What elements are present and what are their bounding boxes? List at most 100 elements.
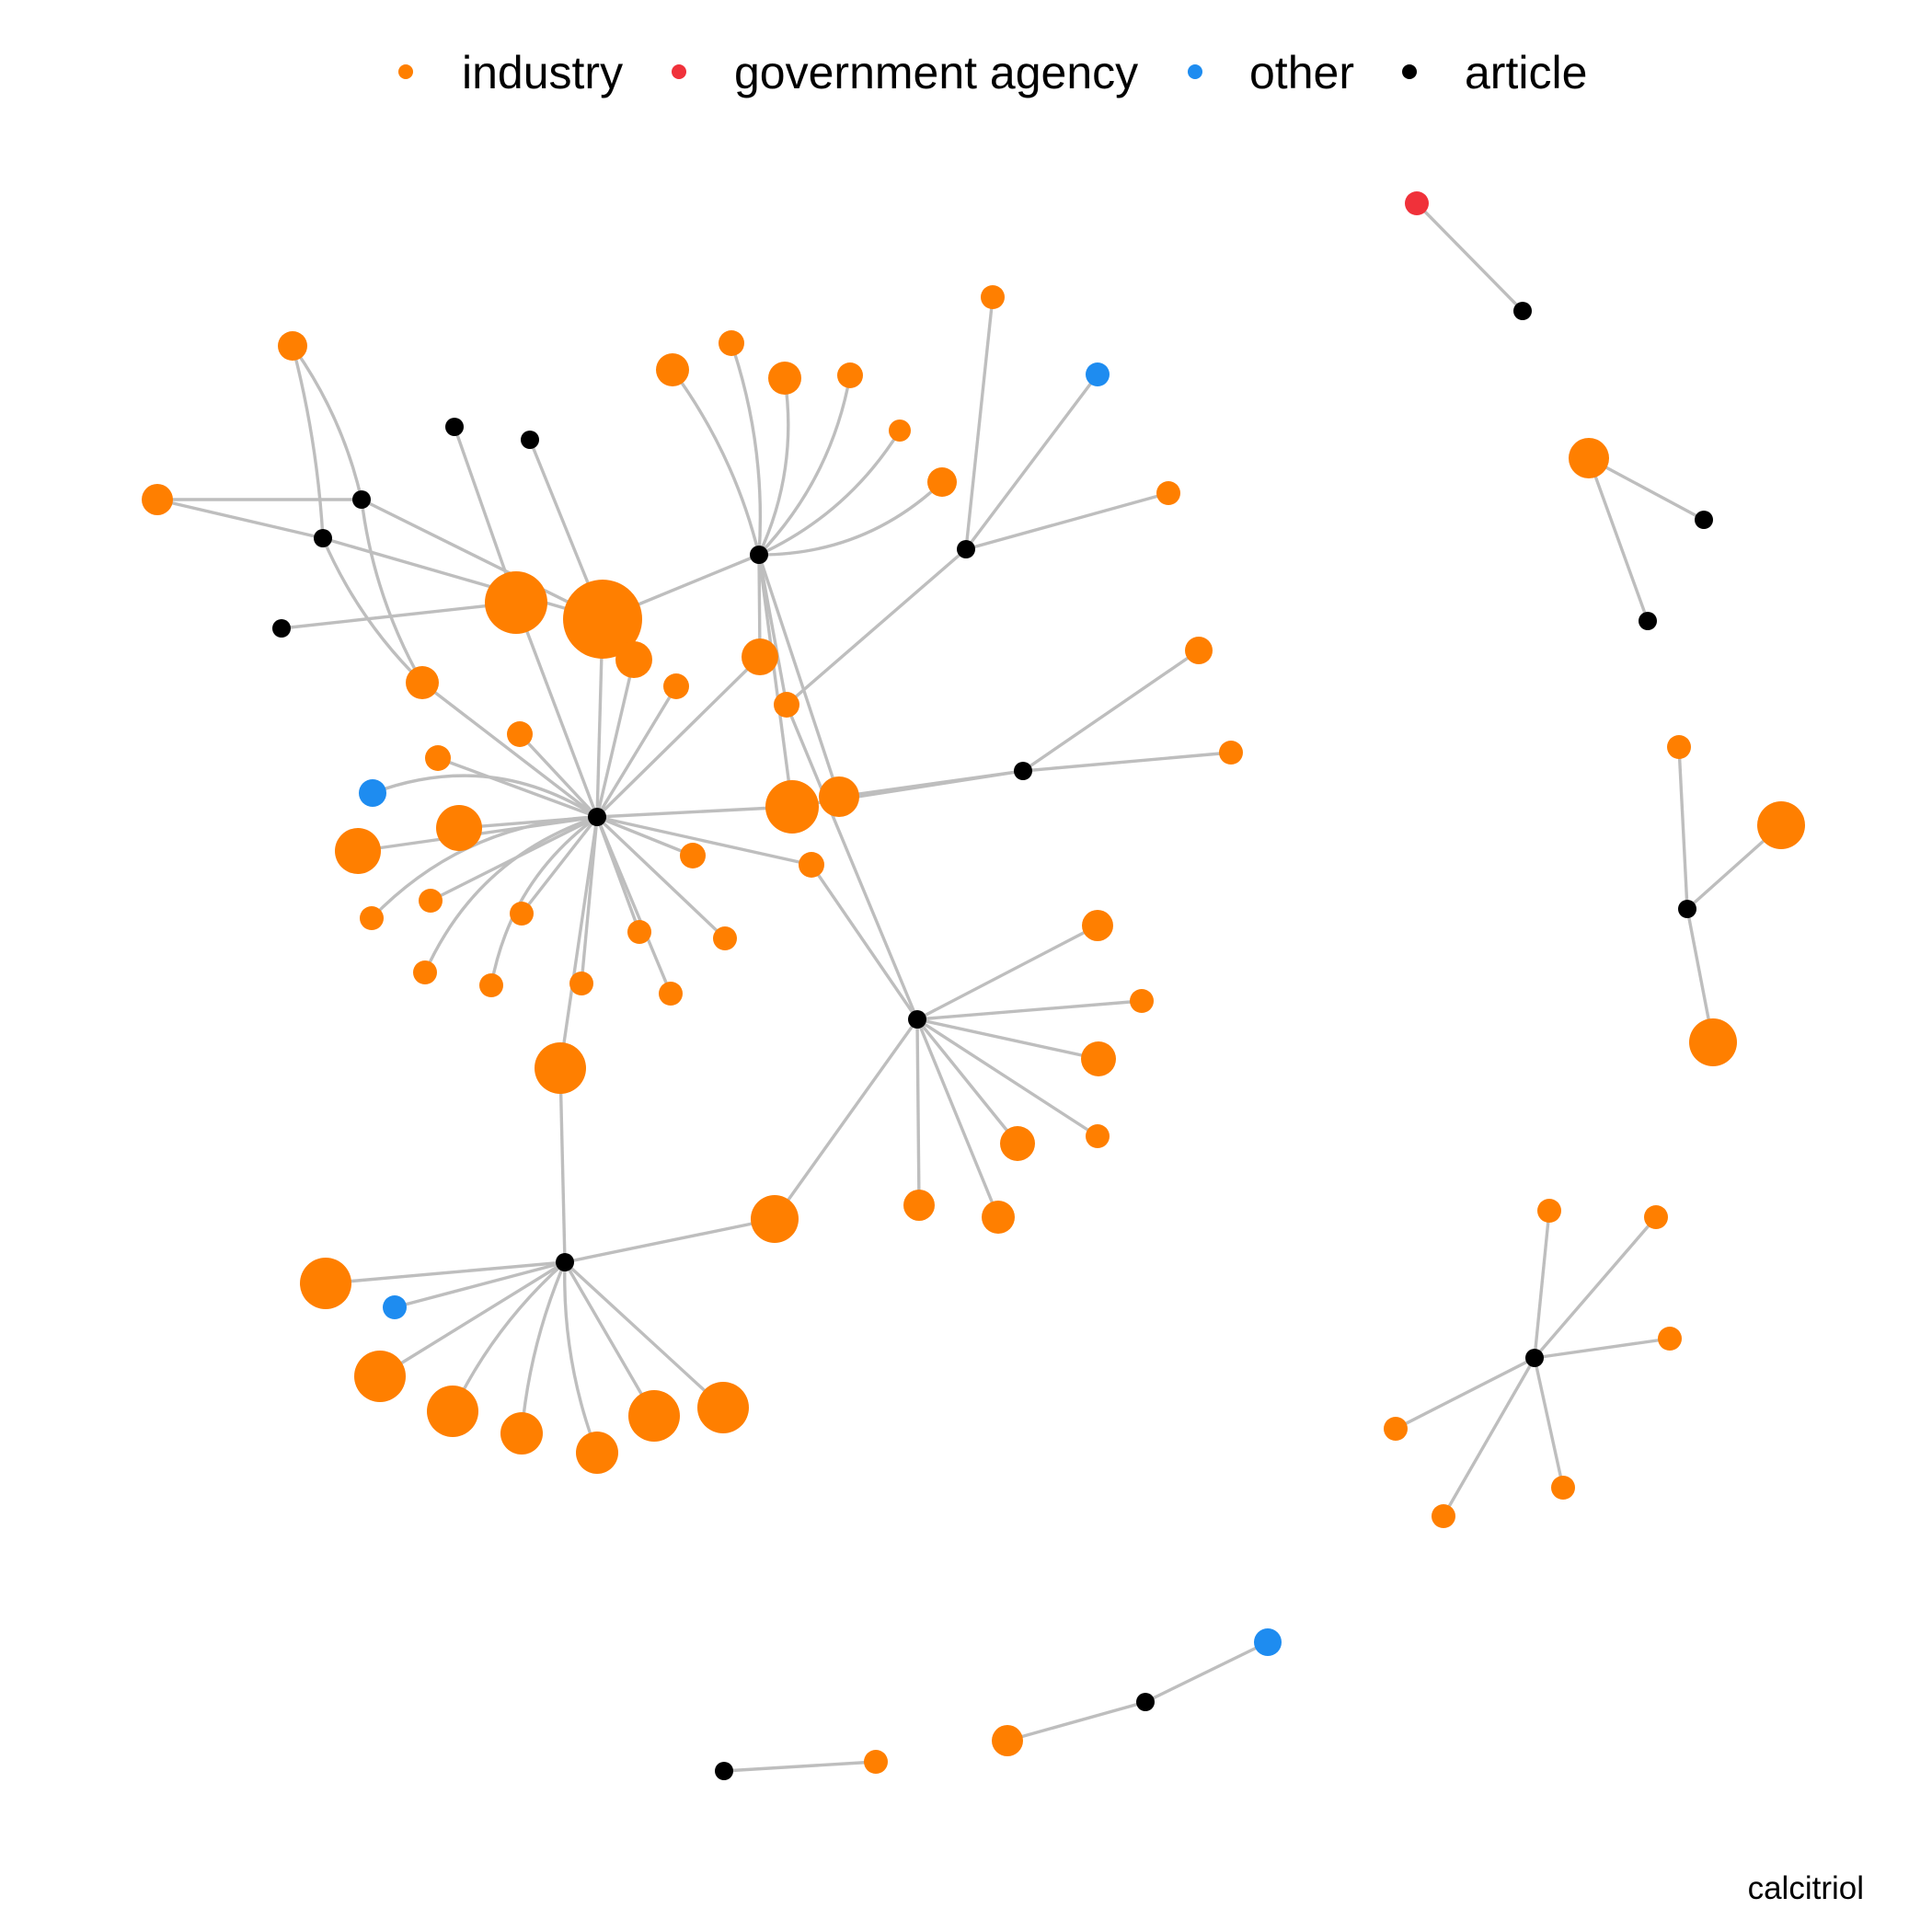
edge	[596, 815, 812, 867]
edge	[281, 601, 517, 630]
node-industry	[1667, 735, 1691, 759]
edge	[773, 1018, 919, 1220]
edge	[291, 345, 325, 539]
edge	[1533, 1357, 1565, 1489]
edge	[361, 498, 604, 621]
edge	[785, 704, 919, 1020]
node-industry	[819, 776, 859, 817]
edge	[1022, 751, 1232, 773]
edge	[291, 345, 363, 500]
edge	[915, 1018, 1019, 1145]
node-industry	[1086, 1124, 1110, 1148]
node-article	[556, 1253, 574, 1271]
node-other	[1086, 362, 1110, 386]
node-industry	[719, 330, 744, 356]
edge	[758, 430, 902, 557]
edge	[514, 602, 599, 818]
edge	[156, 498, 324, 540]
edge	[1395, 1356, 1535, 1431]
edge	[1022, 649, 1200, 773]
node-industry	[436, 805, 482, 851]
node-industry	[751, 1195, 799, 1243]
node-industry	[1644, 1205, 1668, 1229]
node-article	[445, 418, 464, 436]
node-industry	[1130, 989, 1154, 1013]
legend-label-industry: industry	[462, 47, 623, 98]
node-industry	[406, 666, 439, 699]
edge	[563, 1260, 725, 1409]
node-industry	[1185, 637, 1213, 664]
node-industry	[628, 1390, 680, 1442]
edge	[563, 1261, 599, 1454]
legend-marker-government-agency	[672, 64, 686, 79]
legend-marker-article	[1402, 64, 1417, 79]
node-industry	[659, 982, 683, 1006]
node-industry	[1537, 1199, 1561, 1223]
edge	[915, 1018, 1000, 1218]
node-industry	[1081, 1041, 1116, 1076]
node-industry	[713, 926, 737, 950]
node-industry	[360, 906, 384, 930]
node-article	[750, 546, 768, 564]
edge	[723, 1760, 877, 1773]
node-industry	[479, 973, 503, 997]
legend-label-article: article	[1465, 47, 1587, 98]
node-article	[1695, 511, 1713, 529]
node-industry	[1082, 910, 1113, 941]
node-industry	[774, 692, 799, 718]
node-industry	[992, 1725, 1023, 1756]
legend-marker-other	[1188, 64, 1202, 79]
node-industry	[419, 889, 443, 913]
node-industry	[927, 467, 957, 497]
node-industry	[500, 1412, 543, 1455]
edge	[564, 1217, 776, 1264]
node-industry	[485, 571, 547, 634]
edge	[563, 1261, 656, 1417]
node-industry	[425, 745, 451, 771]
node-industry	[354, 1351, 406, 1402]
edge	[372, 774, 598, 819]
node-article	[1525, 1349, 1544, 1367]
edge	[757, 554, 794, 808]
node-industry	[1432, 1504, 1455, 1528]
node-other	[383, 1295, 407, 1319]
node-industry	[535, 1042, 586, 1094]
edge	[325, 1260, 566, 1285]
node-industry	[427, 1386, 478, 1437]
node-industry	[768, 362, 801, 395]
node-industry	[981, 285, 1005, 309]
node-article	[1014, 762, 1032, 780]
node-article	[1513, 302, 1532, 320]
node-industry	[1000, 1126, 1035, 1161]
node-industry	[656, 353, 689, 386]
edge	[595, 815, 727, 940]
edge	[596, 815, 694, 857]
node-industry	[510, 902, 534, 926]
edge	[671, 368, 761, 556]
edge	[757, 554, 841, 798]
edge	[595, 655, 762, 819]
node-industry	[837, 362, 863, 388]
node-article	[715, 1762, 733, 1780]
node-industry	[569, 972, 593, 995]
edge	[758, 480, 944, 557]
edge	[321, 537, 424, 684]
edge	[379, 1260, 566, 1378]
edge	[595, 816, 673, 995]
node-article	[588, 808, 606, 826]
edge	[964, 296, 995, 550]
node-industry	[615, 641, 652, 678]
node-industry	[576, 1432, 618, 1474]
edge	[1677, 746, 1689, 910]
node-article	[521, 431, 539, 449]
node-other	[359, 779, 386, 807]
node-industry	[765, 780, 819, 834]
node-article	[314, 529, 332, 547]
node-industry	[680, 843, 706, 868]
edge	[520, 815, 599, 915]
edge	[596, 805, 793, 819]
edge	[1006, 1700, 1146, 1742]
edge	[360, 499, 424, 684]
edge	[1415, 201, 1524, 313]
plot-caption: calcitriol	[1748, 1870, 1864, 1906]
